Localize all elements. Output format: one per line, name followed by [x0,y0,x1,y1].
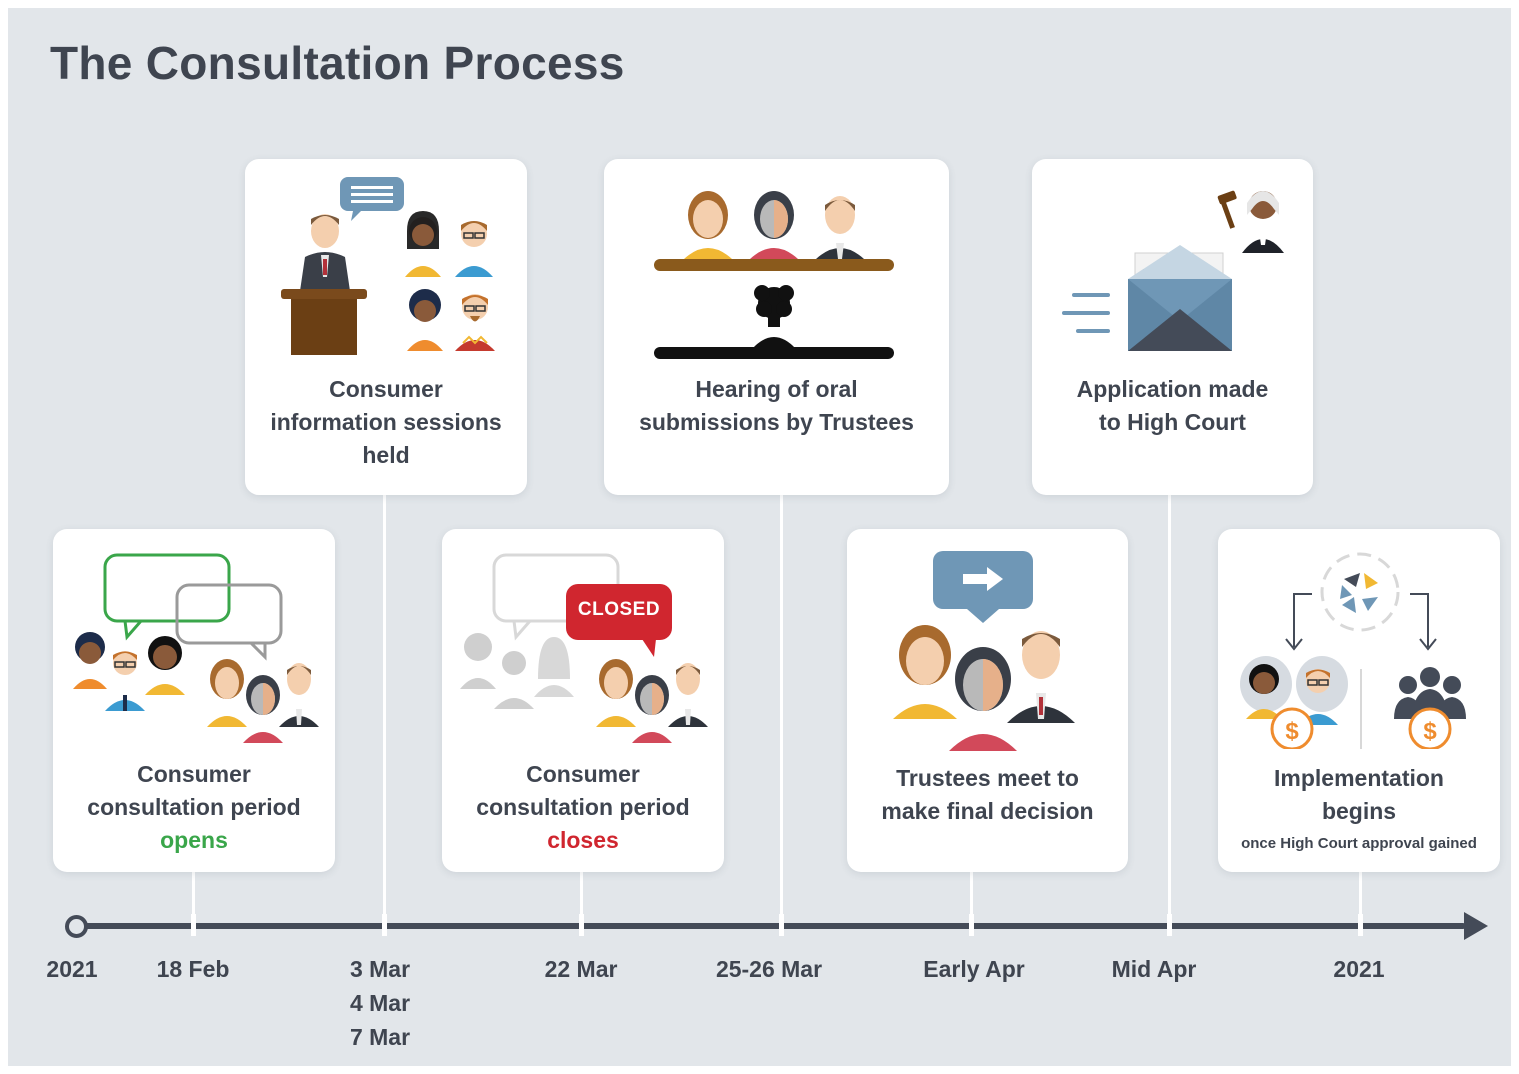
card-consultation-closes-line1: Consumer [526,761,640,787]
card-trustees-decision-text: Trustees meet to make final decision [847,762,1128,828]
timeline-origin-icon [65,915,88,938]
speaker-podium-audience-icon [281,177,495,355]
card-trustees-decision-line1: Trustees meet to [896,765,1079,791]
date-label-march-group: 3 Mar 4 Mar 7 Mar [305,952,455,1054]
tick-mid-apr [1167,914,1172,936]
speech-bubbles-people-icon [73,553,319,743]
infographic-canvas: The Consultation Process 2021 18 Feb 3 M… [8,8,1511,1066]
date-label-4-mar: 4 Mar [349,990,411,1016]
date-label-22-mar: 22 Mar [544,956,618,982]
stem-decision [970,868,973,928]
card-trustees-decision-line2: make final decision [881,798,1094,824]
stem-sessions [383,488,386,928]
svg-text:$: $ [1423,718,1437,745]
card-hearing-line2: submissions by Trustees [639,409,914,435]
envelope-judge-icon [1062,190,1284,351]
timeline-arrow-icon [1464,912,1488,940]
trustee-panel-hearing-icon [654,191,894,359]
card-consultation-closes-text: Consumer consultation period closes [442,758,724,857]
stem-opens [192,868,195,928]
card-consultation-closes: CLOSED Consumer consultation period clos… [442,529,724,872]
date-label-7-mar: 7 Mar [349,1024,411,1050]
card-information-sessions: Consumer information sessions held [245,159,527,495]
stem-hearing [780,488,783,928]
trustees-meeting-icon [893,551,1075,751]
tick-22-mar [579,914,584,936]
date-label-mid-apr: Mid Apr [1111,956,1197,982]
stem-implementation [1359,868,1362,928]
card-hearing: Hearing of oral submissions by Trustees [604,159,949,495]
tick-early-apr [969,914,974,936]
date-label-start: 2021 [46,956,98,982]
card-high-court-text: Application made to High Court [1032,373,1313,439]
card-high-court: Application made to High Court [1032,159,1313,495]
svg-text:$: $ [1285,718,1299,745]
card-high-court-line2: to High Court [1099,409,1246,435]
card-consultation-closes-line2: consultation period [476,794,690,820]
card-information-sessions-line2: information sessions [270,409,502,435]
card-information-sessions-text: Consumer information sessions held [245,373,527,472]
card-implementation-note: once High Court approval gained [1241,835,1477,852]
card-consultation-opens-text: Consumer consultation period opens [53,758,335,857]
card-consultation-opens-line2: consultation period [87,794,301,820]
card-consultation-opens-line1: Consumer [137,761,251,787]
date-label-2021-end: 2021 [1333,956,1385,982]
card-trustees-decision: Trustees meet to make final decision [847,529,1128,872]
implementation-money-icon: $ $ [1240,552,1466,749]
page-title: The Consultation Process [50,37,625,89]
card-implementation-line2: begins [1321,798,1397,824]
date-label-3-mar: 3 Mar [349,956,411,982]
card-implementation: $ $ Implementation begins once High Cour… [1218,529,1500,872]
date-label-early-apr: Early Apr [923,956,1025,982]
tick-18-feb [191,914,196,936]
date-label-18-feb: 18 Feb [156,956,230,982]
card-consultation-opens: Consumer consultation period opens [53,529,335,872]
stem-court [1168,488,1171,928]
timeline-axis [74,923,1466,929]
card-information-sessions-line1: Consumer [329,376,443,402]
tick-25-26-mar [779,914,784,936]
tick-2021-end [1358,914,1363,936]
card-consultation-opens-highlight: opens [160,827,228,853]
card-consultation-closes-highlight: closes [547,827,619,853]
card-hearing-line1: Hearing of oral [695,376,858,402]
stem-closes [580,868,583,928]
closed-bubble-people-icon [460,553,708,743]
date-label-25-26-mar: 25-26 Mar [715,956,823,982]
card-implementation-text: Implementation begins once High Court ap… [1218,762,1500,854]
tick-3-mar [382,914,387,936]
card-high-court-line1: Application made [1076,376,1269,402]
card-hearing-text: Hearing of oral submissions by Trustees [604,373,949,439]
card-implementation-line1: Implementation [1274,765,1444,791]
closed-badge: CLOSED [577,599,661,620]
card-information-sessions-line3: held [362,442,410,468]
